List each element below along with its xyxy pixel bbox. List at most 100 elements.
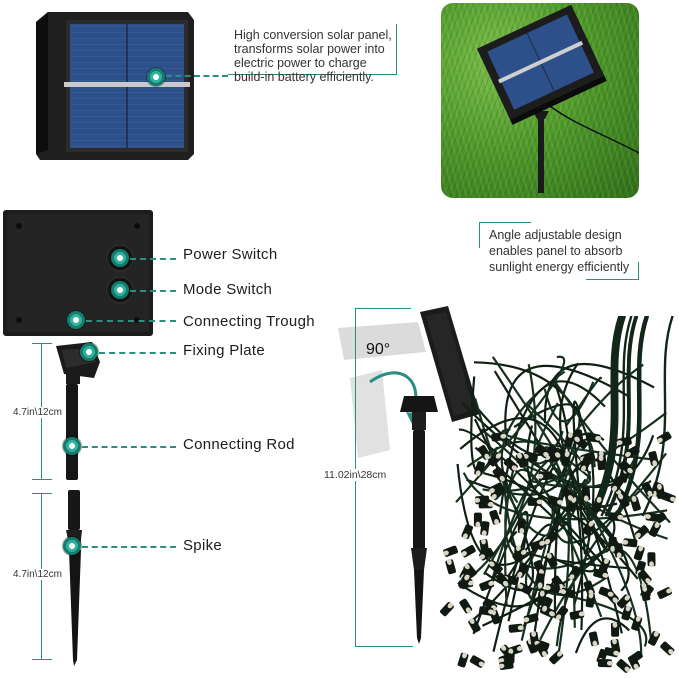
led-bulb (616, 594, 631, 609)
description-line: build-in battery efficiently. (234, 70, 374, 84)
rod-dimension-cap-bottom (32, 479, 52, 480)
led-bulb (489, 482, 504, 495)
led-bulb (560, 486, 575, 502)
led-bulb (461, 524, 474, 540)
mode-switch-marker-icon (111, 281, 129, 299)
angle-bracket-left (479, 222, 480, 248)
led-bulb (582, 520, 595, 536)
solar-panel-illustration (36, 12, 194, 160)
led-bulb (540, 596, 553, 612)
wire-strand (593, 315, 626, 517)
led-bulb (603, 647, 620, 658)
led-bulb (535, 642, 549, 657)
led-bulb (459, 598, 473, 614)
led-bulb (498, 660, 514, 671)
led-bulb (458, 574, 471, 590)
led-bulb (610, 621, 620, 637)
led-bulb (442, 545, 458, 557)
connecting-trough-label: Connecting Trough (183, 313, 315, 330)
wire-strand (589, 315, 623, 517)
led-bulb (631, 615, 643, 631)
led-bulb (492, 467, 506, 482)
led-bulb (554, 605, 569, 621)
led-bulb (440, 602, 454, 617)
wire-strand (491, 356, 643, 655)
led-bulb (445, 559, 456, 575)
spike-image (60, 490, 90, 666)
led-bulb (534, 444, 550, 459)
spike-leader (82, 546, 176, 548)
adjustable-stake-image (330, 300, 490, 650)
led-bulb (478, 606, 495, 616)
led-string-lights-image (436, 315, 679, 674)
height-dimension-cap-bottom (355, 646, 413, 647)
led-bulb (598, 586, 614, 599)
led-string-lights-illustration (440, 315, 676, 673)
led-bulb (624, 445, 640, 459)
description-line: transforms solar power into (234, 42, 385, 56)
led-bulb (647, 552, 656, 568)
led-bulb (477, 445, 491, 460)
led-bulb (564, 432, 575, 448)
led-bulb (495, 572, 510, 587)
connecting-rod-leader (82, 446, 176, 448)
wire-strand (498, 380, 606, 515)
led-bulb (516, 563, 529, 578)
led-bulb (640, 585, 651, 601)
led-bulb (660, 641, 675, 656)
led-bulb (503, 457, 518, 472)
led-bulb (457, 652, 469, 668)
led-bulb (547, 444, 562, 459)
power-switch-leader (130, 258, 176, 260)
solar-panel-marker-icon (147, 68, 165, 86)
led-bulb (469, 655, 485, 668)
led-bulb (630, 496, 641, 512)
height-dimension-cap-top (355, 308, 411, 309)
spike-length-label: 4.7in\12cm (12, 569, 63, 580)
led-bulb (537, 471, 553, 481)
staked-panel-illustration (476, 4, 639, 193)
connecting-trough-marker-icon (67, 311, 85, 329)
led-bulb (614, 543, 624, 559)
connecting-rod-marker-icon (63, 437, 81, 455)
led-bulb (515, 452, 528, 468)
fixing-plate-leader (99, 352, 176, 354)
led-bulb (610, 477, 624, 492)
led-bulb (479, 547, 494, 561)
led-bulb (616, 659, 631, 673)
led-bulb (656, 431, 672, 445)
led-bulb (473, 512, 482, 528)
led-bulb (634, 525, 649, 539)
mode-switch-label: Mode Switch (183, 281, 273, 298)
led-bulb (644, 512, 661, 522)
rod-dimension-cap-top (32, 343, 52, 344)
led-bulb (489, 509, 501, 525)
led-bulb (560, 587, 576, 599)
wire-strand (504, 468, 603, 618)
led-bulb (479, 579, 495, 592)
spike-dimension-cap-top (32, 493, 52, 494)
rotation-angle-label: 90° (366, 341, 391, 358)
fixing-plate-label: Fixing Plate (183, 342, 265, 359)
wire-strand (614, 315, 647, 517)
angle-bracket-right (638, 262, 639, 280)
led-bulb (468, 618, 481, 633)
led-bulb (648, 451, 659, 467)
led-bulb (543, 531, 558, 546)
led-bulb (622, 538, 638, 548)
wire-strand (588, 315, 621, 517)
led-bulb (512, 548, 527, 562)
wire-strand (510, 530, 630, 570)
led-bulb (488, 452, 502, 467)
led-bulb (641, 481, 654, 497)
led-bulb (648, 631, 661, 646)
led-bulb (627, 654, 640, 670)
connecting-trough-leader (86, 320, 176, 322)
led-bulb (508, 623, 524, 633)
led-bulb (619, 460, 634, 474)
description-bracket (228, 24, 397, 75)
led-bulb (474, 461, 485, 477)
power-switch-marker-icon (111, 249, 129, 267)
led-bulb (657, 587, 672, 599)
angle-bracket-top (479, 222, 531, 223)
